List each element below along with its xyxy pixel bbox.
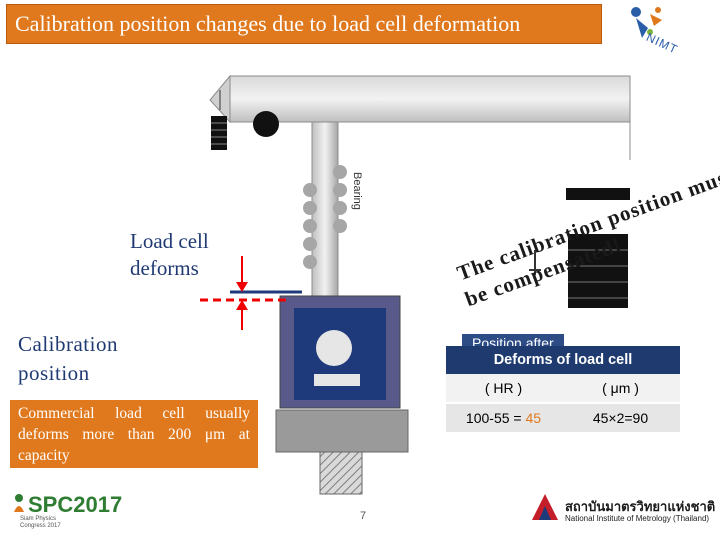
bearing-label: Bearing [351, 172, 363, 210]
spc2017-logo-text: SPC2017 [28, 492, 123, 517]
slide-title: Calibration position changes due to load… [6, 4, 602, 44]
table-cell: 100-55 = 45 [446, 404, 561, 432]
nimt-thai-name: สถาบันมาตรวิทยาแห่งชาติ [565, 500, 716, 515]
nimt-logo-icon [631, 7, 662, 38]
hr-result: 45 [525, 410, 542, 426]
table-cell: ( μm ) [602, 380, 639, 396]
deadweight-machine-diagram [200, 74, 631, 495]
load-cell-label: Load cell deforms [130, 228, 209, 282]
table-cell: 45×2=90 [592, 410, 649, 426]
calibration-label-line2: position [18, 361, 90, 385]
table-row: 100-55 = 45 45×2=90 [446, 404, 680, 432]
nimt-thailand-logo-icon [532, 494, 558, 520]
spc2017-logo-subtext: Siam Physics Congress 2017 [20, 516, 61, 529]
note-box: Commercial load cell usually deforms mor… [10, 400, 258, 468]
load-cell-label-line2: deforms [130, 256, 199, 280]
deform-table: Deforms of load cell ( HR ) ( μm ) 100-5… [446, 346, 680, 432]
calibration-position-label: Calibration position [18, 330, 118, 388]
page-number: 7 [360, 510, 367, 522]
table-header: Deforms of load cell [446, 346, 680, 374]
table-row: ( HR ) ( μm ) [446, 374, 680, 404]
table-cell: ( HR ) [484, 380, 523, 396]
nimt-english-name: National Institute of Metrology (Thailan… [565, 514, 710, 523]
calibration-label-line1: Calibration [18, 332, 118, 356]
load-cell-label-line1: Load cell [130, 229, 209, 253]
hr-calc: 100-55 = [465, 410, 526, 426]
spc2017-logo-icon [14, 494, 24, 512]
